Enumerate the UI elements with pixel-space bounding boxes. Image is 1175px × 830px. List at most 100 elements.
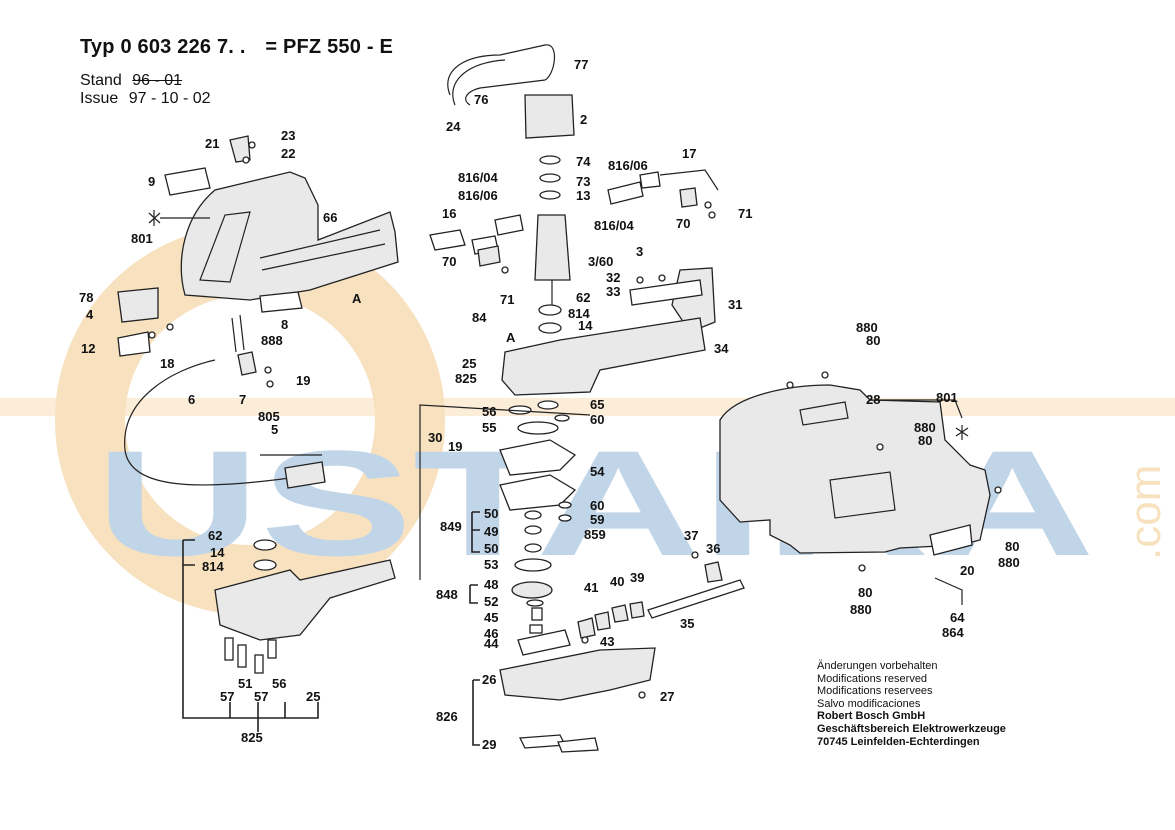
callout-label: 56: [482, 404, 496, 419]
washer-60b: [558, 501, 572, 509]
callout-label: 45: [484, 610, 498, 625]
plate-54a: [499, 439, 577, 476]
pin-45: [531, 607, 543, 621]
type-title: Typ 0 603 226 7. . = PFZ 550 - E: [80, 36, 393, 59]
callout-label: 60: [590, 498, 604, 513]
brush-816-04b: [607, 181, 644, 205]
callout-label: 18: [160, 356, 174, 371]
callout-label: 62: [576, 290, 590, 305]
callout-label: 70: [442, 254, 456, 269]
washer-59: [558, 514, 572, 522]
right-housing-group: [719, 371, 1002, 605]
star-801-right: [955, 425, 969, 440]
screw-43: [581, 636, 589, 644]
callout-label: A: [352, 291, 362, 306]
callout-label: 71: [500, 292, 514, 307]
pin-57a: [224, 637, 234, 661]
callout-label: 14: [210, 545, 225, 560]
type-prefix: Typ: [80, 36, 115, 58]
company-line: Robert Bosch GmbH: [817, 710, 926, 723]
screw-71c: [501, 266, 509, 274]
callout-label: 32: [606, 270, 620, 285]
field-coil-2: [524, 94, 575, 139]
gear-housing-center: [501, 317, 706, 396]
center-column-group: [419, 44, 745, 753]
callout-label: 49: [484, 524, 498, 539]
screw-71a: [704, 201, 712, 209]
ring-40: [611, 604, 629, 623]
callout-label: 816/04: [594, 218, 635, 233]
callout-label: 37: [684, 528, 698, 543]
callout-label: 814: [568, 306, 590, 321]
guide-33: [629, 279, 703, 306]
callout-label: 12: [81, 341, 95, 356]
pad-29b: [557, 737, 599, 753]
bearing-13: [539, 190, 561, 200]
callout-label: 826: [436, 709, 458, 724]
leader-825-center: [419, 404, 591, 580]
screw-880d: [994, 486, 1002, 494]
stand-value: 96 - 01: [132, 72, 183, 89]
callout-label: 33: [606, 284, 620, 299]
callout-label: 73: [576, 174, 590, 189]
note-line: Modifications reserved: [817, 672, 928, 685]
callout-label: 30: [428, 430, 442, 445]
bracket-825-ticks: [183, 539, 195, 566]
brush-816-06b: [639, 171, 661, 189]
ring-50a: [524, 510, 542, 520]
callout-label: 40: [610, 574, 624, 589]
bushing-46: [529, 624, 543, 634]
callout-label: 35: [680, 616, 694, 631]
callout-label: 7: [239, 392, 246, 407]
callout-label: 825: [241, 730, 263, 745]
callout-label: 859: [584, 527, 606, 542]
callout-label: 50: [484, 541, 498, 556]
screw-27: [638, 691, 646, 699]
rod-35: [647, 579, 745, 619]
callout-label: 816/06: [608, 158, 648, 173]
callout-label: 17: [682, 146, 696, 161]
key-64: [934, 577, 963, 605]
watermark-band: [0, 398, 1175, 416]
bearing-814: [253, 559, 277, 571]
bracket-826: [472, 679, 480, 746]
callout-label: 41: [584, 580, 598, 595]
callout-label: 54: [590, 464, 605, 479]
callout-label: 80: [918, 433, 932, 448]
brush-816-04: [494, 214, 524, 236]
callout-label: 34: [714, 341, 729, 356]
callout-label: 801: [131, 231, 153, 246]
callout-label: 6: [188, 392, 195, 407]
housing-ribs: [259, 229, 386, 271]
callout-label: 849: [440, 519, 462, 534]
screw-22: [242, 156, 250, 164]
callout-label: 21: [205, 136, 219, 151]
plate-54b: [499, 474, 577, 511]
callout-label: 825: [455, 371, 477, 386]
callout-label: 4: [86, 307, 94, 322]
housing-28-vent: [799, 401, 849, 426]
issue-label: Issue: [80, 90, 119, 107]
ring-73: [539, 173, 561, 183]
screw-880a: [786, 381, 794, 389]
callout-label: 29: [482, 737, 496, 752]
callout-label: 59: [590, 512, 604, 527]
callout-label: 14: [578, 318, 593, 333]
washer-60: [554, 414, 570, 422]
sleeve-41a: [577, 617, 596, 639]
callout-label: 55: [482, 420, 496, 435]
callout-label: 13: [576, 188, 590, 203]
callout-label: 22: [281, 146, 295, 161]
callout-label: 805: [258, 409, 280, 424]
callout-label: 31: [728, 297, 742, 312]
screw-880c: [876, 443, 884, 451]
housing-half: [180, 171, 399, 301]
screw-18: [148, 331, 156, 339]
screw-32a: [636, 276, 644, 284]
callout-label: 880: [998, 555, 1020, 570]
callout-label: 80: [1005, 539, 1019, 554]
company-line: 70745 Leinfelden-Echterdingen: [817, 735, 980, 748]
strain-relief-7: [237, 351, 257, 376]
foot-plate-26: [499, 647, 656, 701]
